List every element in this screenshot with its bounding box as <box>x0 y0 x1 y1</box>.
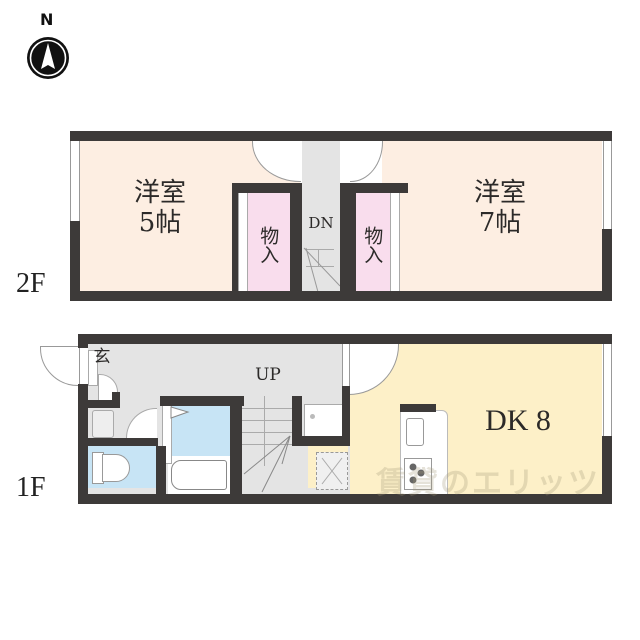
stair-line <box>242 432 292 433</box>
stair-line <box>242 408 292 409</box>
stair-line <box>306 249 334 250</box>
room-label-closet-right: 物入 <box>361 226 384 264</box>
wall <box>232 183 300 193</box>
floor-2f: 洋室 5帖 物入 DN 物入 洋室 7帖 <box>70 131 612 301</box>
wall <box>290 183 302 291</box>
room-label-western-7: 洋室 7帖 <box>450 178 550 239</box>
floor-1f: 玄 UP DK 8 <box>40 334 612 504</box>
fridge-space <box>316 452 348 490</box>
stair-diagonal <box>243 435 291 493</box>
stair-line <box>242 420 292 421</box>
toilet-icon <box>102 454 130 482</box>
wall <box>232 183 238 291</box>
wall <box>78 334 88 348</box>
wall <box>156 446 166 494</box>
floor-label-2f: 2F <box>16 268 46 299</box>
closet-left <box>246 193 290 291</box>
wall <box>292 396 302 438</box>
closet-door-left <box>238 193 248 291</box>
wall <box>342 386 350 446</box>
room-western-7 <box>382 141 602 291</box>
room-label-closet-left: 物入 <box>257 226 280 264</box>
entrance-door-swing <box>40 346 80 386</box>
wall <box>70 131 612 141</box>
wall <box>160 396 244 406</box>
room-size: 8 <box>535 404 551 437</box>
wall <box>88 438 158 446</box>
door-gap <box>300 141 302 181</box>
wall <box>78 494 612 504</box>
wall <box>230 396 242 494</box>
staircase-1f <box>242 396 292 494</box>
window-right-1f <box>603 344 612 436</box>
room-size: 5帖 <box>138 207 182 238</box>
door-swing-right <box>350 141 383 182</box>
wall <box>78 384 88 504</box>
wall <box>602 436 612 504</box>
room-name: DK <box>485 404 529 437</box>
north-arrow-icon <box>26 36 70 80</box>
stair-line <box>264 396 265 466</box>
washbasin <box>92 410 114 438</box>
room-size: 7帖 <box>478 207 522 238</box>
wall <box>340 183 356 291</box>
stove-icon <box>404 458 432 490</box>
wall <box>400 404 436 412</box>
wall <box>292 436 342 446</box>
closet-door-right <box>390 193 400 291</box>
wall <box>70 291 612 301</box>
stair-line <box>306 266 334 267</box>
bathtub-icon <box>171 460 227 490</box>
wall <box>602 229 612 301</box>
wall <box>340 183 408 193</box>
wall <box>78 334 612 344</box>
room-label-entrance: 玄 <box>93 347 111 367</box>
stair-diagonal <box>303 247 341 292</box>
closet-right <box>356 193 390 291</box>
wall <box>88 400 120 408</box>
drain-icon <box>310 414 315 419</box>
watermark: 賃貸のエリッツ <box>376 466 600 501</box>
room-name: 洋室 <box>133 178 186 208</box>
sink-icon <box>406 418 424 446</box>
entrance-door <box>88 350 98 386</box>
door-gap <box>340 141 350 181</box>
stair-line <box>318 249 319 267</box>
door-frame <box>342 344 350 386</box>
stair-label-dn: DN <box>308 214 334 232</box>
room-label-western-5: 洋室 5帖 <box>110 178 210 239</box>
wall <box>112 392 120 408</box>
room-label-up: UP <box>255 365 281 385</box>
shower-icon <box>170 406 190 419</box>
room-name: 洋室 <box>473 178 526 208</box>
room-label-dk: DK 8 <box>458 404 578 439</box>
window-right-2f <box>603 141 612 229</box>
compass-north-label: N <box>40 10 54 29</box>
floor-label-1f: 1F <box>16 472 46 503</box>
stair-line <box>242 444 292 445</box>
window-left-2f <box>70 141 80 221</box>
wall <box>70 221 80 301</box>
